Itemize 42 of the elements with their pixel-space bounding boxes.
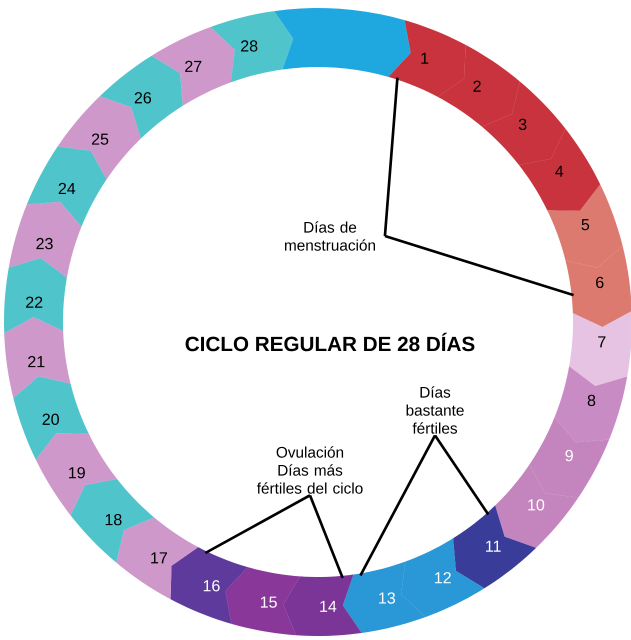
day-segment: 24 xyxy=(26,146,107,226)
node-label: 5 xyxy=(582,219,590,230)
node-label: 12 xyxy=(435,572,451,584)
day-segment: 20 xyxy=(13,376,89,460)
leader-line xyxy=(359,434,436,576)
leader-line xyxy=(204,494,311,554)
leader-line xyxy=(384,234,574,296)
node-label: 13 xyxy=(379,592,396,604)
day-segment: 12 xyxy=(401,538,484,618)
node-label: 6 xyxy=(596,276,604,288)
day-segment: 7 xyxy=(569,311,631,386)
node-label: 4 xyxy=(555,166,564,177)
day-segment: 16 xyxy=(170,547,248,624)
node-label: 2 xyxy=(473,80,481,92)
annotation-text: Días bastante fértiles xyxy=(406,386,464,434)
day-segment: 13 xyxy=(342,562,426,633)
day-segment: 27 xyxy=(152,26,235,106)
day-segment: 28 xyxy=(210,11,294,82)
day-segment: 23 xyxy=(8,202,82,278)
day-segment: 3 xyxy=(482,81,566,166)
ring-segment xyxy=(274,8,411,77)
annotation-text: Ovulación xyxy=(276,446,344,458)
day-segment: 8 xyxy=(554,366,628,442)
day-segment: 9 xyxy=(529,418,610,498)
node-label: 3 xyxy=(518,118,526,130)
node-label: 9 xyxy=(566,450,573,462)
day-segment: 19 xyxy=(36,433,118,516)
title: CICLO REGULAR DE 28 DÍAS xyxy=(186,332,474,352)
leader-line xyxy=(434,434,490,516)
day-segment: 4 xyxy=(518,128,600,211)
leader-line xyxy=(384,77,399,236)
day-segment: 6 xyxy=(565,246,631,327)
day-segment: 22 xyxy=(4,258,67,333)
day-segment: 14 xyxy=(283,574,362,636)
leader-line xyxy=(308,494,344,578)
day-segment: 2 xyxy=(438,44,520,127)
day-segment: 5 xyxy=(547,184,623,268)
day-segment: 21 xyxy=(4,317,71,398)
day-segment: 1 xyxy=(388,20,466,97)
day-segment: 15 xyxy=(225,567,300,636)
annotation-text: Días de menstruación xyxy=(285,221,375,251)
annotation-text: Días más fértiles del ciclo xyxy=(256,464,363,494)
